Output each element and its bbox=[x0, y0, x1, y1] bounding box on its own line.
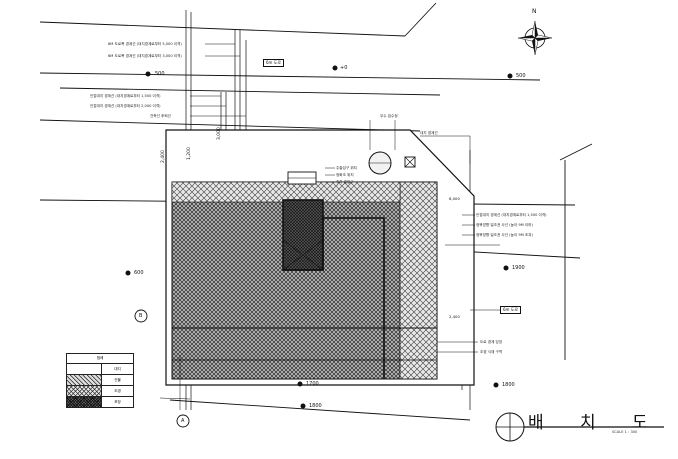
title-scale: SCALE 1 : 300 bbox=[612, 430, 638, 434]
level-bottom-mid: 1800 bbox=[309, 403, 322, 409]
title-char-3: 도 bbox=[632, 413, 648, 433]
level-top-left: 500 bbox=[155, 71, 165, 77]
legend-label: 조경 bbox=[114, 389, 121, 393]
note-c2: 정화조 위치 bbox=[336, 173, 354, 177]
legend-label: 포장 bbox=[114, 400, 121, 404]
note-tl3: 인접대지 경계선 (대지경계로부터 1,500 이격) bbox=[90, 94, 161, 98]
note-r3: 정북방향 일조권 사선 (높이 9M 초과) bbox=[476, 233, 533, 237]
note-c1: 주출입구 위치 bbox=[336, 166, 357, 170]
legend-row: 대지 bbox=[67, 364, 133, 375]
level-bottom-center: 1700 bbox=[306, 381, 319, 387]
note-r4: 대지 경계선 bbox=[420, 131, 438, 135]
legend-swatch-dense bbox=[67, 397, 102, 407]
legend-title: 범례 bbox=[67, 354, 133, 364]
core-area bbox=[282, 199, 324, 271]
note-r2: 정북방향 일조권 사선 (높이 9M 이하) bbox=[476, 223, 533, 227]
note-c3: 주차 출입구 bbox=[336, 180, 354, 184]
level-right: 1900 bbox=[512, 265, 525, 271]
grid-marker-b bbox=[134, 309, 148, 323]
legend-swatch-hatch bbox=[67, 375, 102, 385]
north-arrow-icon bbox=[517, 20, 553, 56]
note-r1: 인접대지 경계선 (대지경계로부터 1,500 이격) bbox=[476, 213, 547, 217]
north-label: N bbox=[532, 8, 537, 15]
note-b1: 도로 경계 담장 bbox=[480, 340, 503, 344]
note-c4: 우수 집수정 bbox=[380, 114, 398, 118]
level-top-mid: +0 bbox=[340, 65, 348, 71]
title-char-1: 배 bbox=[528, 413, 544, 433]
note-tl5: 건축선 후퇴선 bbox=[150, 114, 171, 118]
legend-label: 대지 bbox=[114, 367, 121, 371]
title-char-2: 치 bbox=[580, 413, 596, 433]
core-outline bbox=[283, 217, 385, 379]
dim-right-top: 8,000 bbox=[449, 196, 460, 201]
level-bottom-right: 1800 bbox=[502, 382, 515, 388]
legend-row: 포장 bbox=[67, 397, 133, 407]
leader-lines bbox=[179, 43, 500, 410]
legend-row: 조경 bbox=[67, 386, 133, 397]
dim-left: 2,400 bbox=[161, 150, 166, 163]
level-marker-symbols bbox=[125, 65, 513, 409]
note-tl2: 6M 도로폭 경계선 (대지경계로부터 3,000 이격) bbox=[108, 54, 182, 58]
road-tag-right: 6m 도로 bbox=[500, 306, 522, 314]
dim-left-2: 1,200 bbox=[187, 147, 192, 160]
note-b2: 조경 식재 구역 bbox=[480, 350, 503, 354]
road-tag-top: 6m 도로 bbox=[263, 59, 285, 67]
note-tl4: 인접대지 경계선 (대지경계로부터 2,000 이격) bbox=[90, 104, 161, 108]
level-left: 600 bbox=[134, 270, 144, 276]
legend-table: 범례 대지 건물 조경 포장 bbox=[66, 353, 134, 408]
dim-right-bottom: 2,400 bbox=[449, 314, 460, 319]
grid-marker-a bbox=[176, 414, 190, 428]
legend-swatch-cross bbox=[67, 386, 102, 396]
note-tl1: 6M 도로폭 경계선 (대지경계로부터 5,000 이격) bbox=[108, 42, 182, 46]
legend-swatch-plain bbox=[67, 364, 102, 374]
legend-label: 건물 bbox=[114, 378, 121, 382]
landscape-strip-right bbox=[399, 181, 438, 380]
level-top-right: 500 bbox=[516, 73, 526, 79]
grid-label-a: A bbox=[181, 418, 185, 424]
legend-row: 건물 bbox=[67, 375, 133, 386]
grid-label-b: B bbox=[139, 313, 143, 319]
dim-mid: 3,000 bbox=[217, 127, 222, 140]
landscape-strip-top bbox=[171, 181, 401, 203]
